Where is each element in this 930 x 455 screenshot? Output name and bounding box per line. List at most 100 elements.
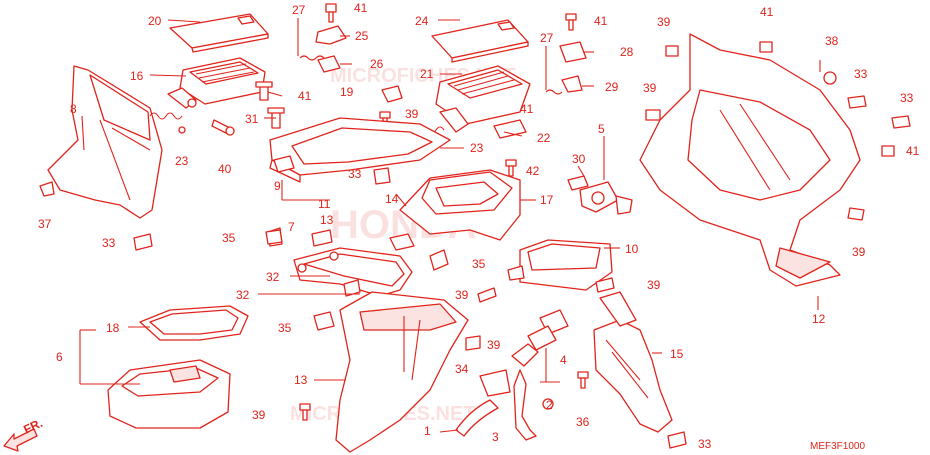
part-29-catch[interactable] [561, 75, 583, 93]
part-11-frame[interactable] [269, 117, 451, 183]
part-27-spring-b[interactable] [545, 89, 563, 95]
part-19-knob[interactable] [381, 85, 403, 103]
part-18-seal[interactable] [139, 305, 249, 341]
callout-16: 16 [130, 69, 144, 83]
part-33-clip-right-b[interactable] [891, 115, 911, 129]
callout-18: 18 [106, 321, 120, 335]
part-8-side-panel[interactable] [39, 65, 163, 219]
part-17-inner-tub[interactable] [399, 169, 521, 241]
callout-24: 24 [415, 14, 429, 28]
callout-37: 37 [38, 217, 52, 231]
part-26-catch[interactable] [317, 55, 341, 73]
part-9-clip[interactable] [273, 155, 295, 173]
part-33-clip-bottom[interactable] [667, 431, 687, 449]
part-15-bracket[interactable] [593, 291, 673, 433]
part-31-bolt[interactable] [267, 107, 285, 129]
part-39-screw-right-mid[interactable] [595, 277, 615, 293]
callout-39: 39 [455, 288, 469, 302]
part-22-bracket[interactable] [493, 119, 527, 139]
callout-11: 11 [318, 197, 331, 211]
diagram-code: MEF3F1000 [810, 441, 865, 452]
part-16-tray[interactable] [167, 57, 266, 109]
part-13-clip-upper[interactable] [311, 229, 333, 247]
callout-34: 34 [455, 362, 469, 376]
part-42-screw[interactable] [505, 159, 517, 177]
part-23-spring-left[interactable] [149, 112, 186, 134]
part-27-spring-a[interactable] [299, 55, 325, 61]
callout-19: 19 [340, 85, 354, 99]
callout-33: 33 [900, 91, 914, 105]
callout-23: 23 [175, 154, 189, 168]
callout-10: 10 [625, 242, 639, 256]
part-33-clip-right-a[interactable] [847, 95, 867, 109]
part-12-rear-fender[interactable] [639, 33, 861, 287]
part-6-tray[interactable] [107, 359, 231, 429]
part-33-clip-left[interactable] [133, 233, 153, 251]
callout-23: 23 [470, 141, 484, 155]
part-3-clamp[interactable] [542, 398, 554, 410]
part-24-lid[interactable] [431, 19, 529, 63]
callout-22: 22 [537, 131, 551, 145]
callout-8: 8 [70, 102, 77, 116]
callout-27: 27 [292, 3, 306, 17]
callout-38: 38 [825, 34, 839, 48]
part-33-clip-a[interactable] [373, 167, 391, 185]
callout-numbers: 20 27 41 25 24 41 27 28 39 41 38 26 21 2… [38, 1, 920, 451]
callout-41: 41 [760, 5, 774, 19]
part-13-center-pan[interactable] [335, 291, 469, 453]
part-39-screw-right-upper[interactable] [665, 45, 679, 57]
part-36-screw[interactable] [577, 371, 589, 389]
callout-41: 41 [354, 1, 368, 15]
part-35-clip-left[interactable] [265, 229, 283, 245]
part-14-grommet[interactable] [389, 233, 415, 251]
part-38-grommet[interactable] [823, 71, 837, 85]
part-39-screw-pan[interactable] [465, 335, 481, 351]
part-28-latch[interactable] [559, 41, 587, 63]
part-35-clip-b[interactable] [429, 249, 449, 271]
callout-33: 33 [102, 236, 116, 250]
callout-35: 35 [222, 231, 236, 245]
callout-5: 5 [598, 122, 605, 136]
callout-42: 42 [526, 164, 540, 178]
part-21-tray[interactable] [435, 65, 531, 133]
callout-32: 32 [266, 270, 280, 284]
part-40-bolt[interactable] [211, 119, 235, 136]
callout-28: 28 [620, 45, 634, 59]
part-39-screw-right-low[interactable] [847, 207, 865, 221]
callout-29: 29 [605, 80, 619, 94]
part-30-lock-plate[interactable] [567, 175, 589, 191]
part-25-latch[interactable] [315, 25, 347, 45]
part-2-tube[interactable] [511, 343, 539, 441]
part-10-box[interactable] [507, 239, 613, 291]
callout-1: 1 [424, 424, 431, 438]
callout-41: 41 [594, 14, 608, 28]
callout-32: 32 [236, 288, 250, 302]
part-41-bolt-a[interactable] [255, 81, 273, 101]
part-32-clip[interactable] [343, 279, 361, 297]
callout-17: 17 [540, 193, 554, 207]
callout-39: 39 [643, 81, 657, 95]
part-41-screw-top-center[interactable] [565, 13, 577, 31]
part-39-screw-bottom-left[interactable] [299, 403, 311, 421]
part-35-clip-c[interactable] [313, 311, 335, 331]
front-label: FR. [21, 416, 44, 437]
part-5-lock-cylinder[interactable] [579, 181, 633, 215]
part-41-screw-right-mid[interactable] [881, 145, 895, 157]
callout-39: 39 [405, 107, 419, 121]
part-20-lid[interactable] [169, 13, 269, 53]
part-39-screw-box[interactable] [477, 287, 497, 303]
callout-40: 40 [218, 162, 232, 176]
callout-6: 6 [56, 350, 63, 364]
part-1-hose[interactable] [455, 399, 499, 437]
callout-33: 33 [348, 167, 362, 181]
callout-4: 4 [560, 353, 567, 367]
part-41-screw-right-top[interactable] [759, 41, 773, 53]
part-34-band[interactable] [479, 369, 511, 397]
part-41-screw-top-left[interactable] [325, 3, 337, 23]
part-39-screw-right-side[interactable] [645, 109, 661, 121]
callout-25: 25 [355, 29, 369, 43]
part-32-rail[interactable] [293, 247, 413, 297]
part-4-cap[interactable] [527, 309, 569, 351]
